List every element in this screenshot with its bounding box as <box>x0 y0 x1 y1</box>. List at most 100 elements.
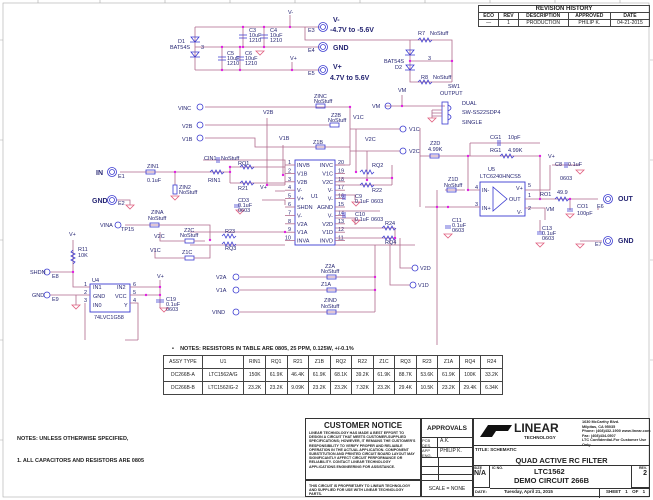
u1-pin-left-num: 8 <box>288 219 291 225</box>
in-terminal[interactable] <box>107 167 117 177</box>
customer-notice-title: CUSTOMER NOTICE <box>323 421 403 430</box>
r11-ref: R11 <box>78 247 88 253</box>
address-line2: Milpitas, CA 95035 <box>582 424 616 429</box>
ic-number: LTC1562 <box>534 467 565 476</box>
resistor-table-cell: 23.2K <box>265 381 288 395</box>
gnd-terminal-e2[interactable] <box>107 195 117 205</box>
v2b-test-label: V2B <box>263 110 274 116</box>
d2-pin3: 3 <box>428 56 431 62</box>
v2a-terminal[interactable] <box>232 273 240 281</box>
u1-pin-right-num: 15 <box>338 202 344 208</box>
vind-terminal[interactable] <box>232 308 240 316</box>
e4-terminal[interactable] <box>318 42 328 52</box>
resistor-table-header-cell: Z1C <box>372 355 396 369</box>
u5-pin-inpos: IN+ <box>482 206 491 212</box>
v2d-terminal[interactable] <box>411 264 419 272</box>
rg1-val: 4.99K <box>508 148 523 154</box>
resistor-table-header-cell: RQ1 <box>265 355 288 369</box>
zind-val: NoStuff <box>321 304 340 310</box>
resistor-table-cell: 6.34K <box>480 381 503 395</box>
z2b-ref: Z2B <box>331 113 341 119</box>
vinc-terminal[interactable] <box>196 103 204 111</box>
c10-val: 0.1uF <box>355 217 370 223</box>
zin2-ref: ZIN2 <box>179 185 191 191</box>
resistor-table-header-cell: RQ2 <box>329 355 353 369</box>
zinc-ref: ZINC <box>314 94 327 100</box>
website: www.linear.com <box>621 429 651 434</box>
u4-pin6-num: 6 <box>133 282 136 288</box>
resistor-table-header-cell: Z1A <box>437 355 460 369</box>
e3-terminal[interactable] <box>318 22 328 32</box>
shdn-terminal[interactable] <box>43 268 51 276</box>
c9-ref: C9 <box>355 194 362 200</box>
z1d-ref: Z1D <box>448 177 458 183</box>
u5-pin3-num: 3 <box>475 202 478 208</box>
u1-pin-left-name: INVA <box>297 239 310 245</box>
zin1-ref: ZIN1 <box>147 164 159 170</box>
date-value: Tuesday, April 21, 2015 <box>504 489 553 494</box>
gnd-terminal-e7[interactable] <box>603 236 613 246</box>
z1b-ref: Z1B <box>313 140 323 146</box>
v1c-terminal[interactable] <box>399 125 407 133</box>
u1-pin-right-num: 13 <box>338 219 344 225</box>
e4-ref: E4 <box>308 48 315 54</box>
resistor-table-cell: 88.7K <box>394 368 417 382</box>
in-label: IN <box>96 170 103 177</box>
u1-pin-right-num: 11 <box>338 236 344 242</box>
u1-pin-right-name: V- <box>328 197 333 203</box>
co1-ref: CO1 <box>577 204 588 210</box>
v1d-terminal[interactable] <box>409 281 417 289</box>
resistor-table-cell: LTC1562IG-2 <box>201 381 245 395</box>
gnd-e9-label: GND <box>32 293 44 299</box>
c6-val: 10uF <box>245 56 258 62</box>
linear-logo-mark <box>480 425 512 437</box>
cin1-ref: CIN1 <box>204 156 217 162</box>
drawing-title: QUAD ACTIVE RC FILTER <box>515 456 608 465</box>
rev-eco: — <box>477 19 500 27</box>
rev-header-rev: REV <box>498 12 519 20</box>
resistor-table-header-cell: R24 <box>480 355 503 369</box>
v1b-terminal[interactable] <box>196 134 204 142</box>
rin1-ref: RIN1 <box>208 178 221 184</box>
v1a-terminal[interactable] <box>232 286 240 294</box>
u5-pin-vminus: V- <box>517 210 522 216</box>
u1-pin-left-num: 6 <box>288 202 291 208</box>
resistor-table-cell: 23.2K <box>437 381 460 395</box>
u4-pin5-num: 5 <box>133 290 136 296</box>
cg1-ref: CG1 <box>490 135 501 141</box>
z2c-v2c-label: V2C <box>154 234 165 240</box>
zin1-val: 0.1uF <box>147 178 162 184</box>
resistor-table-cell: 7.32K <box>351 381 374 395</box>
u1-pin-right-name: INVC <box>320 163 333 169</box>
zina-ref: ZINA <box>151 210 164 216</box>
sw1-switch[interactable] <box>441 101 449 125</box>
v2b-label: V2B <box>182 124 193 130</box>
u1-pin-left-name: INVB <box>297 163 310 169</box>
out-terminal[interactable] <box>603 194 613 204</box>
z1a-ref: Z1A <box>321 282 331 288</box>
vina-label: VINA <box>100 223 113 229</box>
v2c-terminal[interactable] <box>399 147 407 155</box>
revision-history-title: REVISION HISTORY <box>478 5 650 13</box>
u5-section: U5 LTC6240HNCS5 IN- IN+ OUT V+ V- 4 3 5 … <box>419 128 634 345</box>
e5-terminal[interactable] <box>318 65 328 75</box>
u1-pin-left-name: V- <box>297 213 302 219</box>
rev-header-eco: ECO <box>477 12 500 20</box>
gnd-terminal-e9[interactable] <box>43 291 51 299</box>
rq4-ref: RQ4 <box>385 240 396 246</box>
c10-ref: C10 <box>355 212 365 218</box>
v2b-terminal[interactable] <box>196 121 204 129</box>
resistor-table-cell: 61.9K <box>308 368 331 382</box>
out-label: OUT <box>618 196 634 203</box>
vm-terminal[interactable] <box>384 102 392 110</box>
vina-terminal[interactable] <box>114 221 122 229</box>
z1d-val: NoStuff <box>444 183 463 189</box>
fax: Fax: (408)434-0507 <box>582 433 616 438</box>
u1-pin-left-name: V2A <box>297 222 308 228</box>
z1c-ref: Z1C <box>182 250 192 256</box>
e3-range: -4.7V to -5.6V <box>330 27 374 34</box>
resistor-table-cell: 53.6K <box>415 368 439 382</box>
d2-ref: D2 <box>395 65 402 71</box>
v2c-label: V2C <box>409 149 420 155</box>
